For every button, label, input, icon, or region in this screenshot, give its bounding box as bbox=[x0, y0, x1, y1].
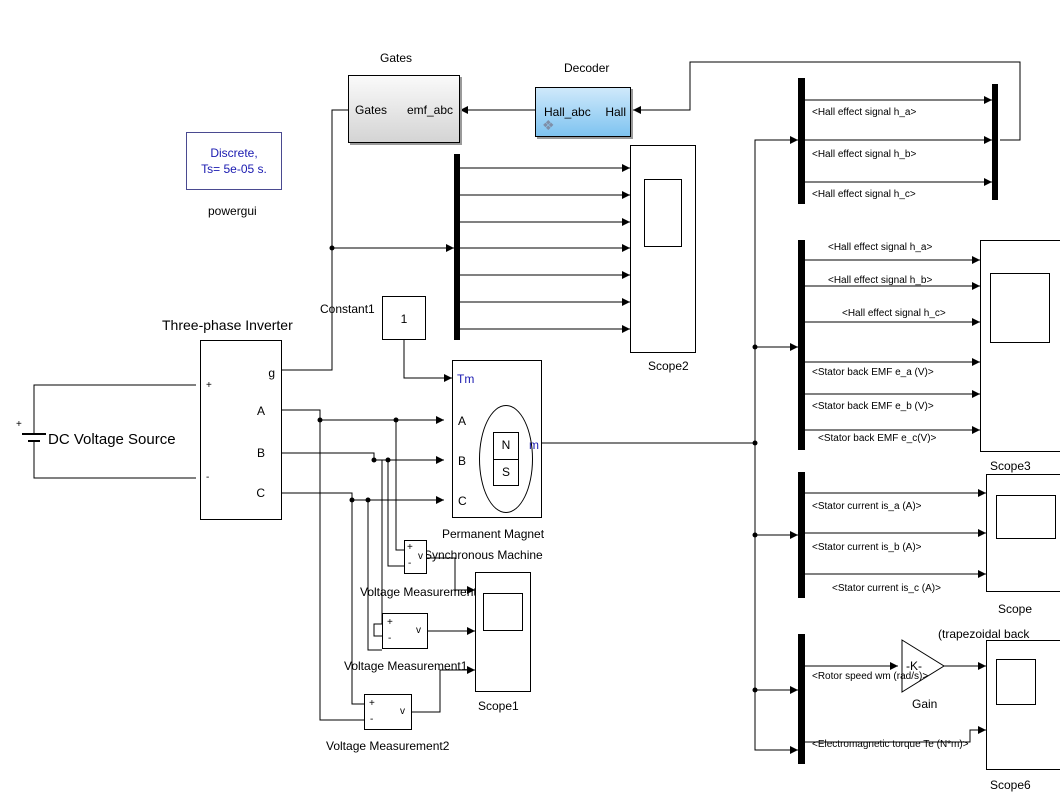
signal-scope3-hall-c: <Hall effect signal h_c> bbox=[842, 308, 946, 319]
signal-hall-c-top: <Hall effect signal h_c> bbox=[812, 189, 916, 200]
signal-hall-a-top: <Hall effect signal h_a> bbox=[812, 107, 917, 118]
scope1-name: Scope1 bbox=[478, 699, 519, 713]
mux-hall-out[interactable] bbox=[992, 84, 998, 200]
scope-current-screen bbox=[996, 495, 1056, 539]
inverter-port-b: B bbox=[256, 446, 265, 460]
decoder-in-port: Hall_abc bbox=[544, 105, 591, 119]
voltage-measurement2-name: Voltage Measurement2 bbox=[326, 739, 450, 753]
gates-block[interactable]: Gates emf_abc bbox=[348, 75, 460, 143]
line-hall-feedback bbox=[633, 61, 1021, 141]
pmsm-port-c: C bbox=[458, 494, 467, 508]
line-dc-plus bbox=[33, 384, 196, 402]
pmsm-port-a: A bbox=[458, 414, 467, 428]
signal-em-torque: <Electromagnetic torque Te (N*m)> bbox=[812, 739, 969, 750]
dc-source-plus: + bbox=[16, 419, 22, 430]
powergui-block[interactable]: Discrete, Ts= 5e-05 s. bbox=[186, 132, 282, 190]
line-dc-minus bbox=[33, 464, 196, 479]
scope6-block[interactable] bbox=[986, 640, 1060, 770]
inverter-port-c: C bbox=[256, 486, 265, 500]
inverter-block[interactable]: g A B C + - bbox=[200, 340, 282, 520]
pmsm-name-line2: Synchronous Machine bbox=[424, 548, 543, 562]
decoder-title: Decoder bbox=[564, 61, 610, 75]
voltage-measurement-name: Voltage Measurement bbox=[360, 585, 477, 599]
mux-hall[interactable] bbox=[798, 78, 805, 204]
pmsm-port-tm: Tm bbox=[457, 372, 475, 386]
scope3-screen bbox=[990, 273, 1050, 343]
scope3-name: Scope3 bbox=[990, 459, 1031, 473]
decoder-block[interactable]: Hall_abc Hall ❖ bbox=[535, 87, 631, 137]
scope6-screen bbox=[996, 659, 1036, 705]
gain-label: -K- bbox=[906, 659, 922, 673]
constant-block[interactable]: 1 bbox=[382, 296, 426, 340]
gain-name: Gain bbox=[912, 697, 938, 711]
signal-scope3-hall-b: <Hall effect signal h_b> bbox=[828, 275, 933, 286]
gates-title: Gates bbox=[380, 51, 413, 65]
pmsm-port-b: B bbox=[458, 454, 467, 468]
signal-scope3-emf-c: <Stator back EMF e_c(V)> bbox=[818, 433, 937, 444]
pmsm-rotor-icon: N S bbox=[479, 405, 533, 513]
mux-scope2[interactable] bbox=[454, 154, 460, 340]
mux-scope3[interactable] bbox=[798, 240, 805, 450]
scope1-block[interactable] bbox=[475, 572, 531, 692]
powergui-name: powergui bbox=[208, 204, 257, 218]
gates-out-port: emf_abc bbox=[406, 103, 453, 117]
inverter-minus: - bbox=[206, 472, 210, 483]
scope2-block[interactable] bbox=[630, 145, 696, 353]
constant-value: 1 bbox=[400, 312, 408, 326]
scope2-screen bbox=[644, 179, 682, 247]
inverter-title: Three-phase Inverter bbox=[162, 317, 293, 333]
gain-triangle bbox=[901, 639, 945, 693]
signal-scope3-emf-b: <Stator back EMF e_b (V)> bbox=[812, 401, 934, 412]
scope-current-block[interactable] bbox=[986, 474, 1060, 592]
decoder-out-port: Hall bbox=[605, 105, 626, 119]
powergui-line2: Ts= 5e-05 s. bbox=[201, 162, 267, 176]
line-gates-to-inverter bbox=[272, 109, 350, 374]
mux-speed-torque[interactable] bbox=[798, 634, 805, 764]
signal-scope3-hall-a: <Hall effect signal h_a> bbox=[828, 242, 933, 253]
magnet-icon: N S bbox=[493, 432, 519, 486]
signal-current-c: <Stator current is_c (A)> bbox=[832, 583, 941, 594]
pmsm-port-m: m bbox=[529, 438, 539, 452]
signal-scope3-emf-a: <Stator back EMF e_a (V)> bbox=[812, 367, 934, 378]
voltage-measurement2-block[interactable]: + - v bbox=[364, 694, 412, 730]
scope-current-name: Scope bbox=[998, 602, 1033, 616]
powergui-line1: Discrete, bbox=[210, 146, 258, 160]
signal-current-b: <Stator current is_b (A)> bbox=[812, 542, 922, 553]
inverter-port-a: A bbox=[256, 404, 265, 418]
pmsm-name-line1: Permanent Magnet bbox=[442, 527, 545, 541]
inverter-plus: + bbox=[206, 380, 212, 391]
signal-hall-b-top: <Hall effect signal h_b> bbox=[812, 149, 917, 160]
dc-source-label[interactable]: DC Voltage Source bbox=[48, 431, 176, 448]
dc-source-symbol bbox=[22, 402, 46, 464]
trapezoidal-note: (trapezoidal back bbox=[938, 627, 1030, 641]
mux-current[interactable] bbox=[798, 472, 805, 598]
scope6-name: Scope6 bbox=[990, 778, 1031, 792]
voltage-measurement1-name: Voltage Measurement1 bbox=[344, 659, 468, 673]
voltage-measurement-block[interactable]: + - v bbox=[404, 540, 427, 574]
line-constant-to-tm bbox=[403, 340, 452, 382]
link-icon: ❖ bbox=[542, 117, 555, 133]
signal-rotor-speed: <Rotor speed wm (rad/s)> bbox=[812, 671, 929, 682]
pmsm-block[interactable]: Tm A B C m N S bbox=[452, 360, 542, 518]
scope1-screen bbox=[483, 593, 523, 631]
signal-current-a: <Stator current is_a (A)> bbox=[812, 501, 922, 512]
scope2-name: Scope2 bbox=[648, 359, 689, 373]
inverter-port-g: g bbox=[268, 366, 275, 380]
scope3-block[interactable] bbox=[980, 240, 1060, 452]
constant-name: Constant1 bbox=[320, 302, 375, 316]
gates-in-port: Gates bbox=[355, 103, 388, 117]
voltage-measurement1-block[interactable]: + - v bbox=[382, 613, 428, 649]
